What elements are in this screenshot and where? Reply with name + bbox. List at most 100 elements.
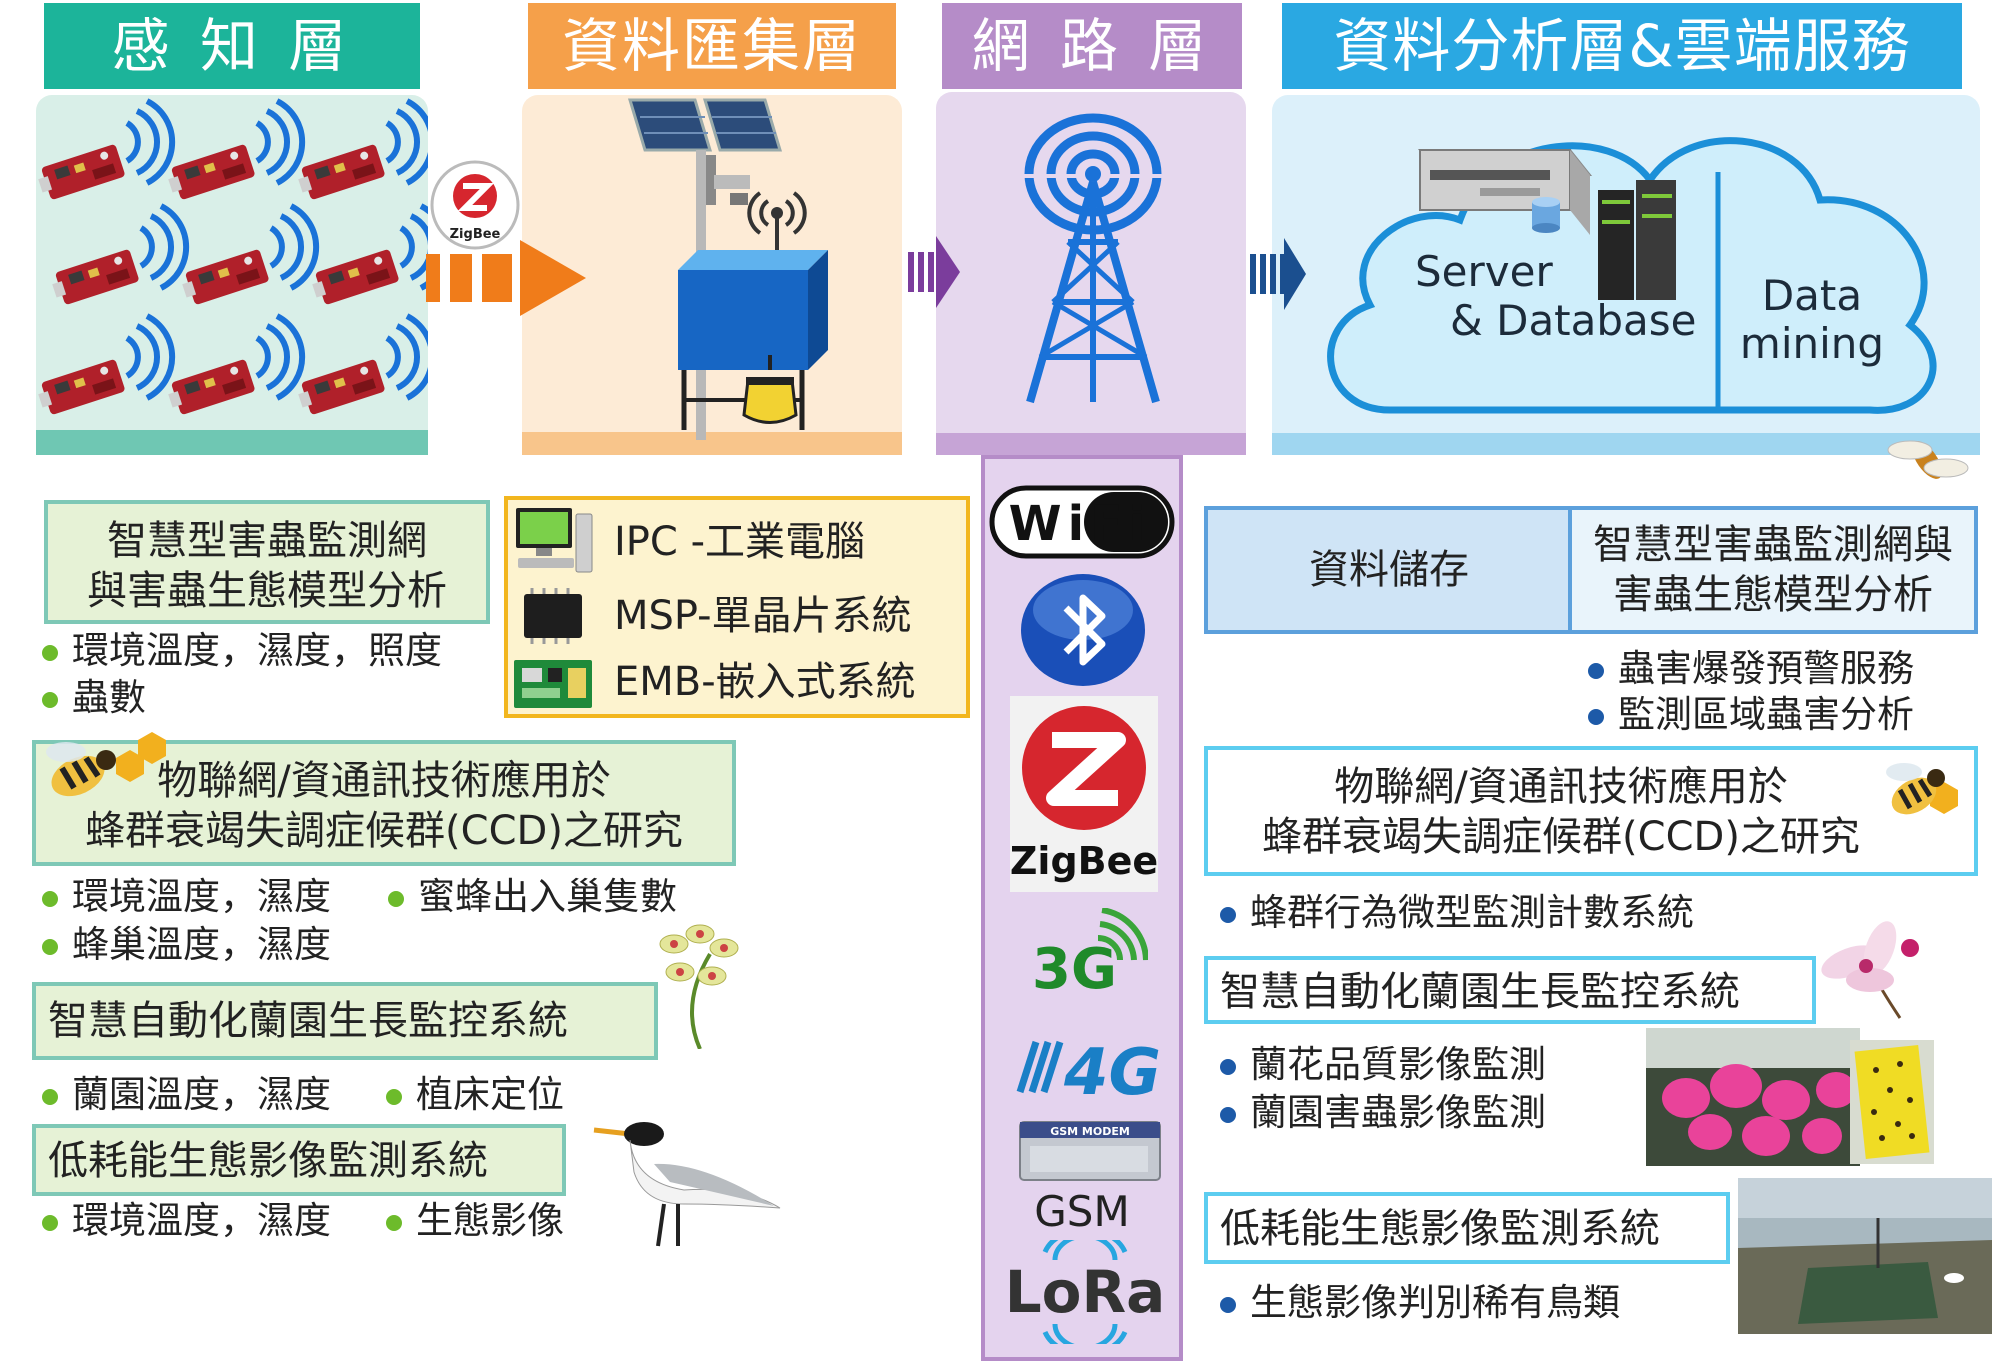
sensor-node-4 xyxy=(49,206,186,307)
aggregation-device-label-3: EMB-嵌入式系統 xyxy=(614,659,916,705)
bullet-dot xyxy=(1588,662,1604,679)
sensor-node-7 xyxy=(35,316,172,417)
gsm-label: GSM xyxy=(1034,1187,1130,1236)
server-icon xyxy=(1417,149,1593,235)
gsm-modem-icon: GSM MODEM xyxy=(1019,1121,1161,1181)
bullet-dot xyxy=(1220,1106,1236,1123)
sensing-panel-base xyxy=(36,430,428,455)
right-bee-title-box: 物聯網/資通訊技術應用於 蜂群衰竭失調症候群(CCD)之研究 xyxy=(1204,746,1978,876)
cloud-mining-line1: Data xyxy=(1762,271,1862,320)
bullet-dot xyxy=(386,1088,402,1105)
bullet-dot xyxy=(1220,906,1236,923)
left-eco-item-1: 環境溫度，濕度 xyxy=(42,1198,331,1244)
sensor-node-grid xyxy=(28,95,428,435)
circuit-board-icon xyxy=(514,660,592,708)
right-eco-item-1: 生態影像判別稀有鳥類 xyxy=(1220,1280,1620,1326)
sensor-node-5 xyxy=(179,206,316,307)
wifi-logo-label: WiFi xyxy=(1009,496,1152,552)
header-sensing-layer: 感 知 層 xyxy=(44,3,420,89)
cloud-mining-line2: mining xyxy=(1740,319,1884,368)
sensor-node-2 xyxy=(165,101,302,202)
zigbee-logo-icon: ZigBee xyxy=(1010,696,1158,892)
4g-logo-icon: 4G xyxy=(1016,1036,1161,1108)
sensor-node-3 xyxy=(295,101,428,202)
left-pest-item-1: 環境溫度，濕度，照度 xyxy=(42,628,442,674)
left-pest-title-box: 智慧型害蟲監測網 與害蟲生態模型分析 xyxy=(44,500,490,624)
left-bee-item-2: 蜜蜂出入巢隻數 xyxy=(388,874,677,920)
arrow-sensing-to-aggregation xyxy=(426,240,586,316)
solar-panel-icon xyxy=(627,98,783,152)
right-pest-title-box: 智慧型害蟲監測網與 害蟲生態模型分析 xyxy=(1568,506,1978,634)
bullet-dot xyxy=(42,1088,58,1105)
arrow-network-to-analysis xyxy=(1250,238,1306,310)
bullet-dot xyxy=(1588,708,1604,725)
right-orchid-item-2: 蘭園害蟲影像監測 xyxy=(1220,1090,1546,1136)
lora-logo-icon: LoRa xyxy=(1005,1240,1166,1344)
bullet-dot xyxy=(42,691,58,708)
aggregation-device-label-2: MSP-單晶片系統 xyxy=(614,593,912,639)
cloud-service-diagram: Server & Database Data mining xyxy=(1327,137,1937,414)
left-orchid-title-box: 智慧自動化蘭園生長監控系統 xyxy=(32,982,658,1060)
network-panel-base xyxy=(936,433,1246,455)
right-pest-item-1: 蟲害爆發預警服務 xyxy=(1588,646,1914,692)
sensor-node-9 xyxy=(295,316,428,417)
microcontroller-chip-icon xyxy=(524,588,582,644)
right-orchid-title-box: 智慧自動化蘭園生長監控系統 xyxy=(1204,956,1816,1024)
pest-trap-icon xyxy=(742,355,798,424)
orchid-flower-icon xyxy=(659,924,739,1049)
cloud-database-label: & Database xyxy=(1450,296,1697,345)
lora-logo-label: LoRa xyxy=(1005,1258,1166,1326)
bullet-dot xyxy=(42,938,58,955)
left-orchid-item-2: 植床定位 xyxy=(386,1072,564,1118)
bee-icon xyxy=(46,732,166,797)
orchid-photo xyxy=(1646,1028,1860,1166)
3g-logo-label: 3G xyxy=(1032,937,1117,998)
cloud-server-label: Server xyxy=(1415,247,1553,296)
database-icon xyxy=(1532,197,1560,233)
right-bee-item-1: 蜂群行為微型監測計數系統 xyxy=(1220,890,1694,936)
left-bee-item-3: 蜂巢溫度，濕度 xyxy=(42,922,331,968)
3g-logo-icon: 3G xyxy=(1032,908,1148,998)
left-pest-item-2: 蟲數 xyxy=(42,675,146,721)
bullet-dot xyxy=(42,644,58,661)
analysis-panel-base xyxy=(1272,433,1980,455)
server-rack-icon xyxy=(1598,180,1676,300)
right-orchid-item-1: 蘭花品質影像監測 xyxy=(1220,1042,1546,1088)
right-eco-title-box: 低耗能生態影像監測系統 xyxy=(1204,1192,1730,1264)
desktop-computer-icon xyxy=(516,508,593,573)
sensor-node-8 xyxy=(165,316,302,417)
sticky-trap-photo xyxy=(1850,1040,1934,1164)
left-orchid-item-1: 蘭園溫度，濕度 xyxy=(42,1072,331,1118)
signal-antenna-icon xyxy=(747,191,807,260)
bullet-dot xyxy=(388,890,404,907)
sensor-node-1 xyxy=(35,101,172,202)
tern-bird-icon xyxy=(593,1122,781,1247)
solar-weather-station xyxy=(627,98,828,440)
bullet-dot xyxy=(1220,1058,1236,1075)
collector-box-icon xyxy=(678,250,828,430)
left-bee-item-1: 環境溫度，濕度 xyxy=(42,874,331,920)
bullet-dot xyxy=(1220,1296,1236,1313)
orchid-bloom-icon xyxy=(1821,921,1919,1019)
bullet-dot xyxy=(42,1214,58,1231)
4g-logo-label: 4G xyxy=(1063,1036,1161,1108)
arrow-aggregation-to-network xyxy=(908,236,960,308)
bullet-dot xyxy=(386,1214,402,1231)
right-storage-box: 資料儲存 xyxy=(1204,506,1574,634)
moth-icon xyxy=(1887,440,1969,479)
bullet-dot xyxy=(42,890,58,907)
aggregation-panel-base xyxy=(522,432,902,455)
left-eco-title-box: 低耗能生態影像監測系統 xyxy=(32,1124,566,1196)
right-pest-item-2: 監測區域蟲害分析 xyxy=(1588,692,1914,738)
left-eco-item-2: 生態影像 xyxy=(386,1198,564,1244)
sensor-node-6 xyxy=(309,206,428,307)
zigbee-badge-label: ZigBee xyxy=(450,227,501,242)
header-aggregation-layer: 資料匯集層 xyxy=(528,3,896,89)
zigbee-logo-label: ZigBee xyxy=(1010,839,1158,883)
bluetooth-logo-icon xyxy=(1021,574,1145,686)
gsm-modem-label: GSM MODEM xyxy=(1050,1125,1130,1138)
bird-habitat-photo xyxy=(1738,1178,1992,1334)
aggregation-device-label-1: IPC -工業電腦 xyxy=(614,519,865,565)
zigbee-badge-icon: ZigBee xyxy=(430,160,520,250)
cell-tower-icon xyxy=(1008,113,1178,404)
